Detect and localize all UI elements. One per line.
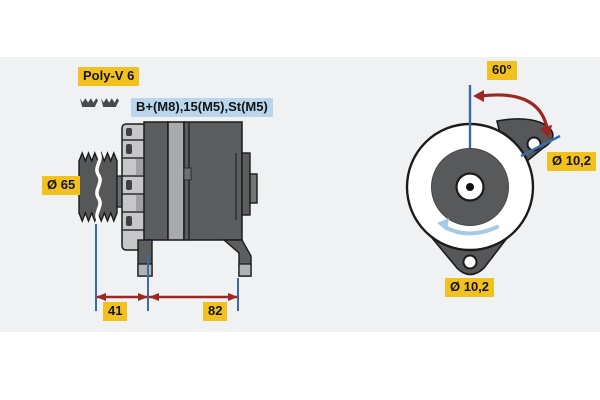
pulley-diameter-label: Ø 65 <box>42 176 81 195</box>
bottom-lug-hole <box>462 254 478 270</box>
terminal-designation-label: B+(M8),15(M5),St(M5) <box>131 98 273 117</box>
poly-v-belt-profile-icon <box>80 98 98 107</box>
shaft-center-dot <box>466 183 474 191</box>
front-housing <box>143 121 169 241</box>
bottom-hole-diameter-label: Ø 10,2 <box>445 278 495 297</box>
dim82-arrowhead-right <box>228 293 238 301</box>
angle-arc-double-arrow-icon <box>480 93 549 129</box>
angle-arc-arrowhead-bottom <box>540 125 552 139</box>
rear-housing <box>183 121 243 241</box>
top-hole-diameter-label: Ø 10,2 <box>547 152 597 171</box>
dim41-arrowhead-left <box>96 293 106 301</box>
top-lug-axis-line <box>520 134 561 158</box>
dim82-arrowhead-left <box>149 293 159 301</box>
terminal-stud <box>249 173 258 204</box>
stator-band <box>167 121 185 241</box>
mount-angle-label: 60° <box>487 61 517 80</box>
fin-vent-slots <box>126 128 132 226</box>
rotation-direction-arrow-icon <box>443 225 499 236</box>
dimension-82-label: 82 <box>203 302 228 321</box>
dim41-arrowhead-right <box>138 293 148 301</box>
pulley-break-line <box>95 150 102 223</box>
rear-housing-notch <box>183 167 192 181</box>
poly-v-belt-profile-icon <box>101 98 119 107</box>
extension-lines <box>95 224 239 311</box>
dimension-41-label: 41 <box>103 302 128 321</box>
angle-arc-arrowhead-left <box>473 90 484 102</box>
rotation-arrowhead <box>437 218 449 231</box>
fin-mid-segments <box>136 159 145 211</box>
rear-foot-bushing <box>238 263 252 277</box>
cooling-fins <box>121 123 147 251</box>
terminal-flange <box>241 152 251 216</box>
fin-separators <box>122 139 146 231</box>
belt-type-label: Poly-V 6 <box>78 67 140 86</box>
front-foot-bushing <box>137 263 153 277</box>
